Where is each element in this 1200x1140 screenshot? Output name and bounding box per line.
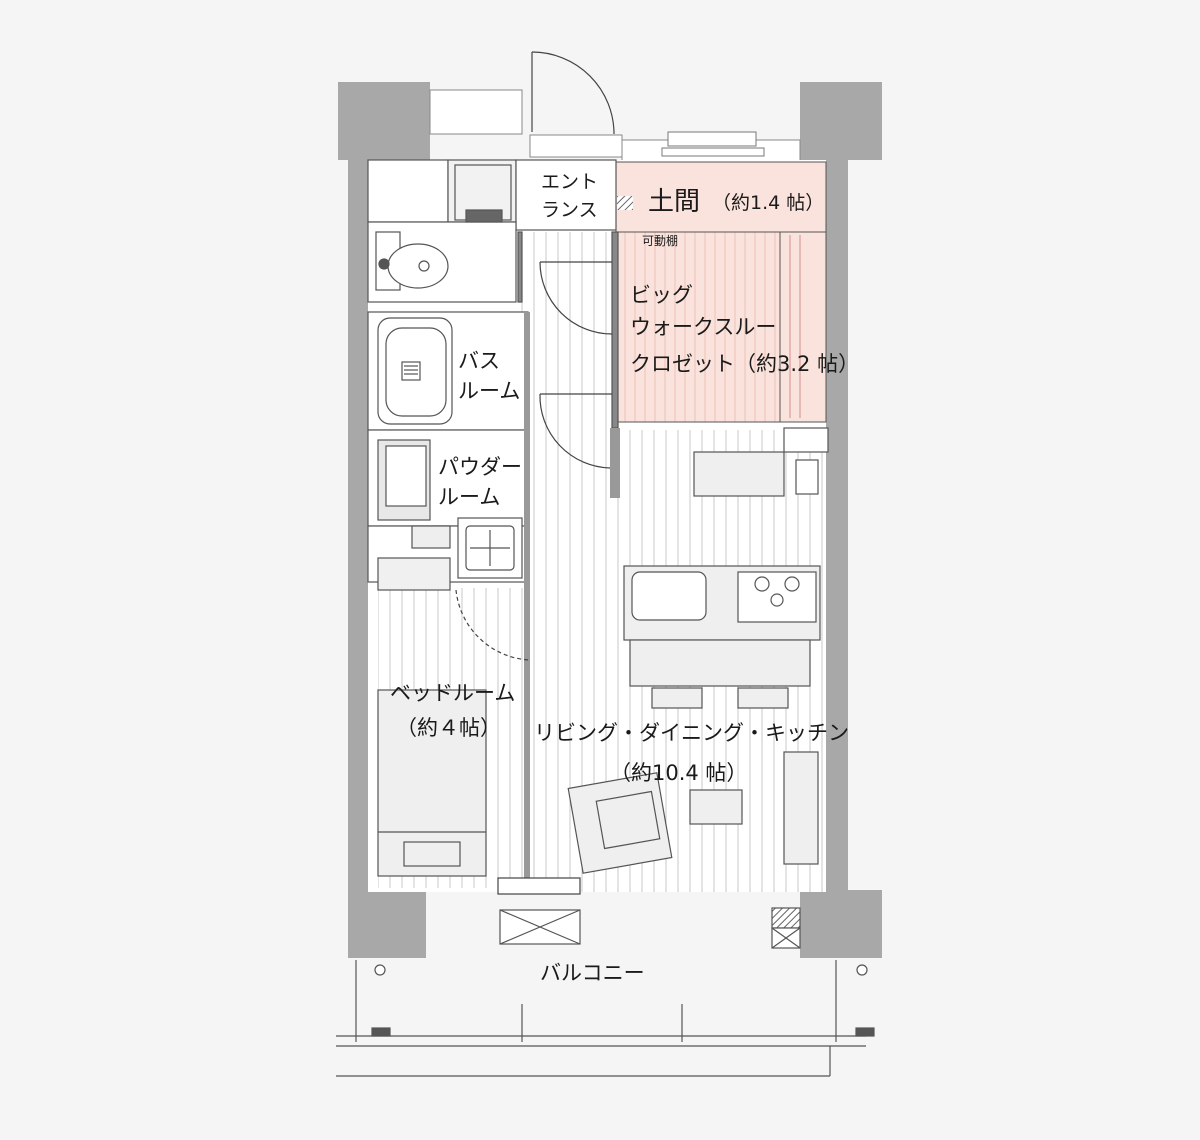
wall-bottom-right xyxy=(800,890,882,958)
powder-label-2: ルーム xyxy=(438,485,500,509)
wall-bottom-left xyxy=(348,890,426,958)
bed-icon xyxy=(377,689,487,877)
entrance-label-1: エント xyxy=(541,171,598,193)
movable-shelf-label: 可動棚 xyxy=(642,233,678,248)
vanity-icon xyxy=(377,439,431,521)
room-labels: エント ランス 土間 （約1.4 帖） 可動棚 ビッグ ウォークスルー クロゼッ… xyxy=(390,171,859,985)
powder-label-1: パウダー xyxy=(438,455,522,479)
balcony xyxy=(336,960,875,1077)
bath-label-1: バス xyxy=(458,349,500,373)
ldk-label-2: （約10.4 帖） xyxy=(610,761,747,785)
wall-right xyxy=(826,82,848,892)
bathtub-icon xyxy=(377,317,453,425)
closet-label-2: ウォークスルー xyxy=(630,315,776,339)
kitchen-counter xyxy=(623,565,821,641)
closet-label-1: ビッグ xyxy=(630,283,693,307)
armchair-icon xyxy=(567,772,673,874)
side-table-icon xyxy=(689,789,743,825)
stove-burner-icon xyxy=(754,576,770,592)
sink-icon xyxy=(631,571,707,621)
doors xyxy=(455,51,615,895)
ldk-label-1: リビング・ダイニング・キッチン xyxy=(534,721,849,745)
corridor-floor xyxy=(516,232,612,492)
wall-left xyxy=(348,82,368,892)
dining-table-icon xyxy=(629,639,811,709)
bedroom-label-2: （約４帖） xyxy=(396,716,501,740)
doma-area: （約1.4 帖） xyxy=(712,192,824,214)
bath-label-2: ルーム xyxy=(458,379,520,403)
closet-label-3: クロゼット（約3.2 帖） xyxy=(630,352,859,376)
doma-label: 土間 xyxy=(648,187,700,217)
bedroom-label-1: ベッドルーム xyxy=(390,681,515,705)
tv-stand-icon xyxy=(783,751,819,865)
stove-burner-icon xyxy=(784,576,800,592)
washer-pan-icon xyxy=(457,517,523,579)
balcony-label: バルコニー xyxy=(540,961,645,985)
fixtures xyxy=(375,164,829,949)
toilet-icon xyxy=(375,231,449,291)
stove-burner-icon xyxy=(770,593,784,607)
entrance-label-2: ランス xyxy=(541,199,598,221)
ac-unit-icon xyxy=(499,909,581,945)
